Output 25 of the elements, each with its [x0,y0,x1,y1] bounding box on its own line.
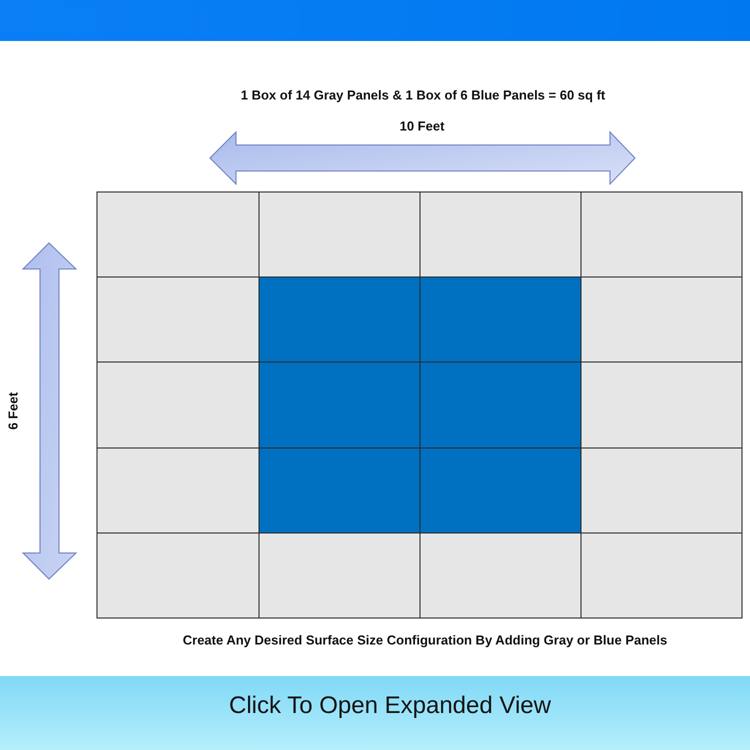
floor-tile [420,448,582,534]
floor-tile [258,276,420,362]
floor-tile [420,192,582,278]
floor-tile [580,532,742,618]
floor-tile [258,362,420,448]
floor-tile [96,532,260,618]
floor-tile [96,362,260,448]
floor-tile [258,192,420,278]
floor-tile [258,532,420,618]
floor-tile [580,362,742,448]
caption-text: Create Any Desired Surface Size Configuration By Adding Gray or Blue Panels [182,634,668,648]
floor-tile [580,276,742,362]
dimension-label: 6 Feet [6,392,22,430]
title-text: 1 Box of 14 Gray Panels & 1 Box of 6 Blue Panels = 60 sq ft [240,88,606,104]
floor-tile [258,448,420,534]
floor-tile [96,448,260,534]
floor-tile [420,362,582,448]
floor-tile [96,192,260,278]
floor-tile [420,532,582,618]
expand-view-button: Click To Open Expanded View [0,676,750,750]
floor-tile [580,192,742,278]
dimension-label: 10 Feet [400,120,444,134]
floor-tile [580,448,742,534]
floor-tile [420,276,582,362]
floor-tile [96,276,260,362]
